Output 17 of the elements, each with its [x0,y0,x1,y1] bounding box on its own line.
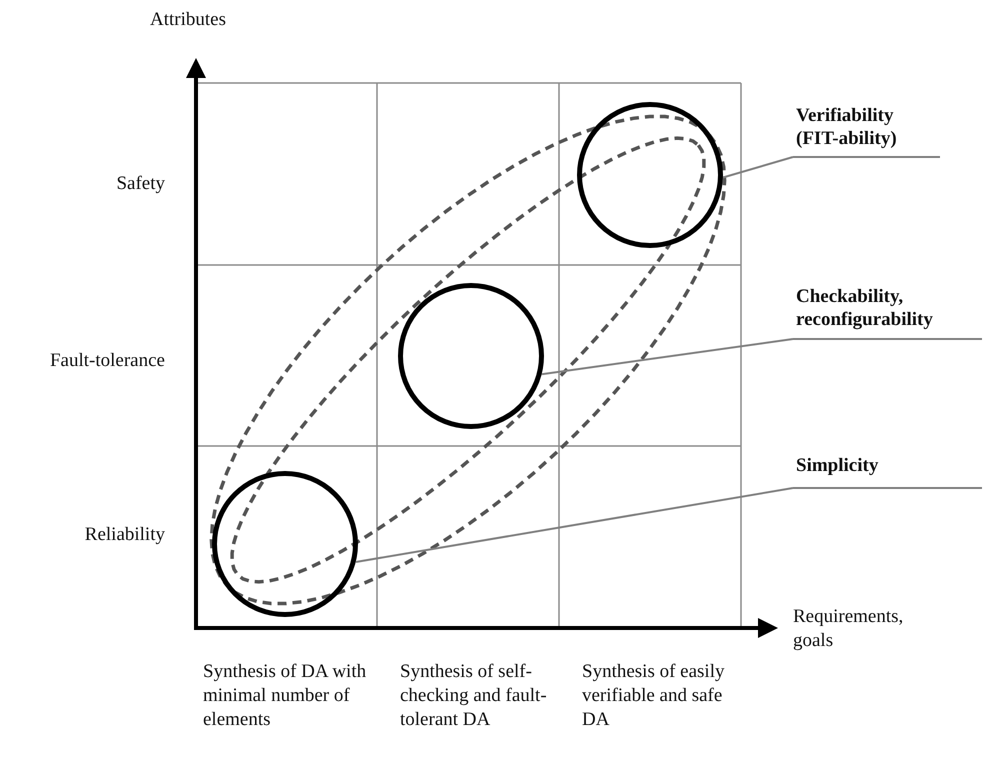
axis-title: Requirements, goals [793,605,904,653]
leader-line [356,487,794,563]
leader-line [542,338,794,376]
column-label: Synthesis of self-checking and fault-tolerant DA [400,660,548,732]
circle [398,283,544,429]
attribute-label: Verifiability (FIT-ability) [793,104,940,158]
row-label: Fault-tolerance [48,349,165,373]
attribute-label: Simplicity [793,454,982,489]
row-label: Safety [115,172,165,196]
column-label: Synthesis of DA with minimal number of elements [203,660,368,732]
circle [577,102,723,248]
row-label: Reliability [84,523,165,547]
axis-title: Attributes [150,8,227,32]
circle [212,471,358,617]
column-label: Synthesis of easily verifiable and safe DA [582,660,726,732]
leader-line [722,156,794,178]
attribute-label: Checkability, reconfigurability [793,285,982,340]
